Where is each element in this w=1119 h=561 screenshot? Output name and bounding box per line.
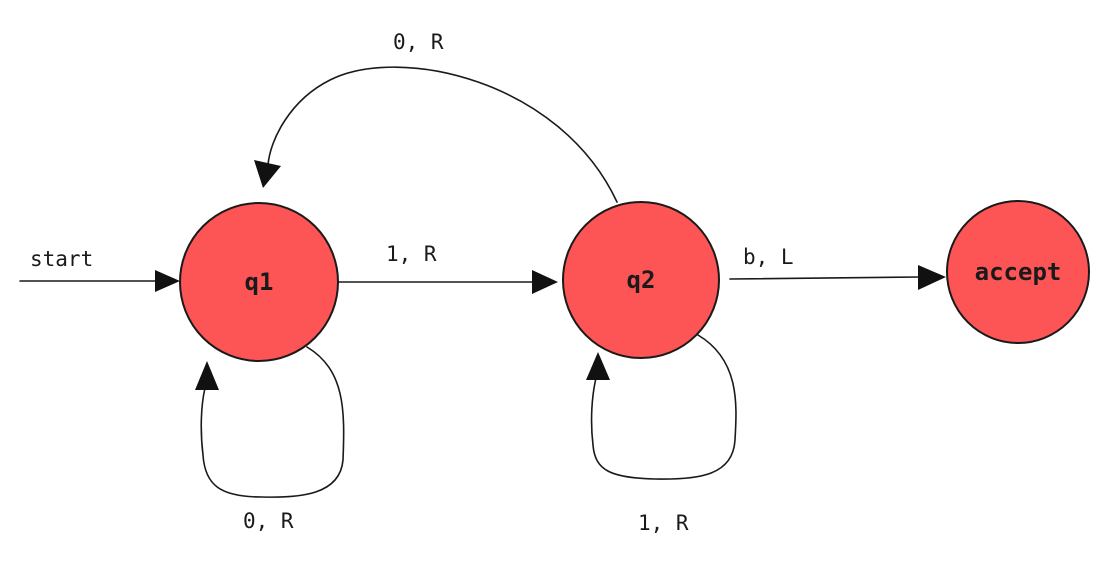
- start-label: start: [30, 247, 93, 271]
- edge-q2-q1: [267, 66, 618, 203]
- label-q2-accept: b, L: [743, 245, 794, 269]
- arrowhead-q1-loop: [195, 361, 219, 390]
- label-q1-q2: 1, R: [386, 242, 437, 266]
- edge-q2-accept: [729, 276, 921, 280]
- state-accept-label: accept: [975, 258, 1062, 286]
- transition-q2-loop: 1, R: [586, 334, 737, 535]
- arrowhead-q1-q2: [532, 270, 558, 294]
- arrowhead-q2-loop: [586, 352, 610, 380]
- state-q2-label: q2: [627, 266, 656, 294]
- state-q1-label: q1: [245, 268, 274, 296]
- state-accept: accept: [946, 200, 1090, 344]
- arrowhead-q2-q1: [254, 160, 281, 188]
- start-transition: start: [19, 247, 180, 292]
- edge-q1-loop: [200, 346, 345, 498]
- label-q2-loop: 1, R: [638, 511, 689, 535]
- edge-q2-loop: [590, 334, 737, 480]
- state-q1: q1: [179, 202, 339, 362]
- start-arrowhead: [155, 270, 180, 292]
- state-q1-circle: [179, 202, 339, 362]
- transition-q2-q1: 0, R: [254, 30, 618, 203]
- label-q1-loop: 0, R: [243, 509, 294, 533]
- transition-q1-loop: 0, R: [195, 346, 345, 533]
- state-q2: q2: [562, 201, 720, 359]
- state-q2-circle: [562, 201, 720, 359]
- transition-q2-accept: b, L: [729, 245, 946, 290]
- label-q2-q1: 0, R: [393, 30, 444, 54]
- arrowhead-q2-accept: [918, 265, 946, 290]
- state-accept-circle: [946, 200, 1090, 344]
- transition-q1-q2: 1, R: [337, 242, 558, 294]
